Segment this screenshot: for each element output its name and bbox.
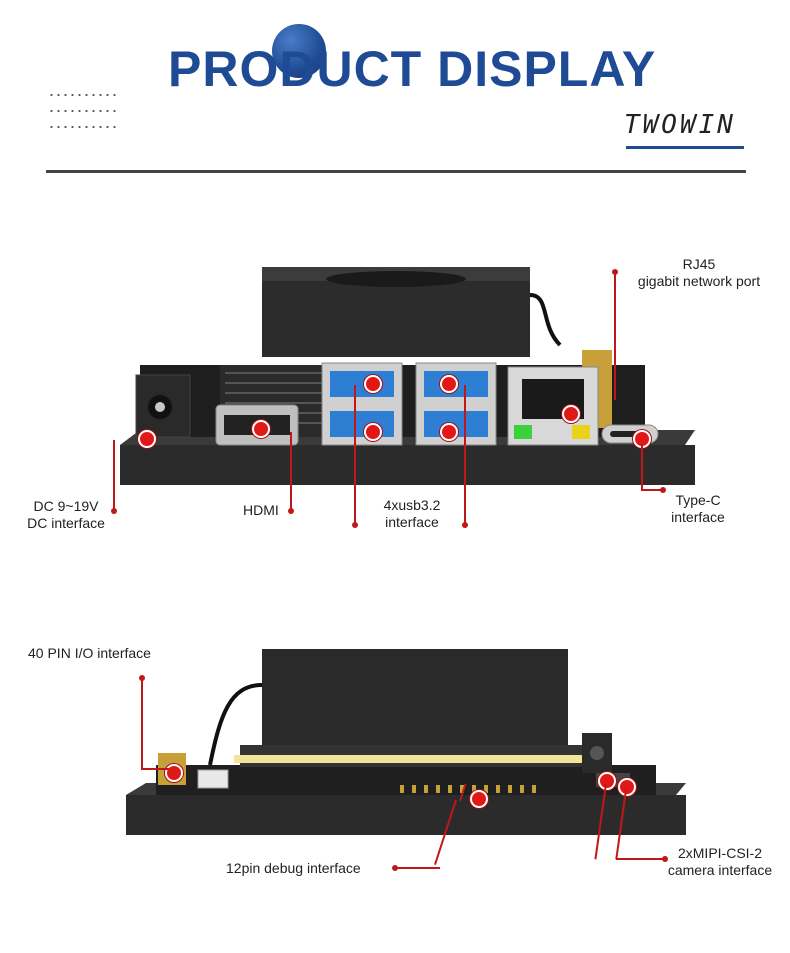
usb-marker — [364, 423, 382, 441]
usb-label-line1: 4xusb3.2 — [383, 497, 441, 513]
top-product-image — [120, 267, 695, 485]
hdmi-label: HDMI — [243, 502, 279, 518]
hdmi-callout-dot — [288, 508, 294, 514]
mipi-marker — [598, 772, 616, 790]
page-title: PRODUCT DISPLAY — [168, 41, 657, 97]
mipi-label-line1: 2xMIPI-CSI-2 — [677, 845, 762, 861]
typec-label-line1: Type-C — [675, 492, 721, 508]
usb-label-line2: interface — [385, 514, 439, 530]
header-divider — [46, 170, 746, 173]
typec-label-line2: interface — [671, 509, 725, 525]
debug-callout-dot — [392, 865, 398, 871]
hdmi-marker — [252, 420, 270, 438]
typec-callout-dot — [660, 487, 666, 493]
mipi-label: 2xMIPI-CSI-2 camera interface — [656, 845, 784, 879]
usb-marker — [440, 423, 458, 441]
typec-callout-line — [641, 444, 643, 490]
usb-callout-dot — [352, 522, 358, 528]
dc-callout-dot — [111, 508, 117, 514]
debug-label: 12pin debug interface — [226, 860, 361, 876]
dc-label-line1: DC 9~19V — [33, 498, 99, 514]
usb-callout-line — [354, 385, 356, 525]
usb-marker — [440, 375, 458, 393]
usb-label: 4xusb3.2 interface — [372, 497, 452, 531]
rj45-marker — [562, 405, 580, 423]
dc-jack-marker — [138, 430, 156, 448]
usb-callout-line — [464, 385, 466, 525]
dot-pattern — [48, 94, 118, 96]
brand-name: TWOWIN — [624, 110, 736, 140]
rj45-label-line1: RJ45 — [682, 256, 716, 272]
bottom-product-image — [126, 649, 686, 835]
dc-label: DC 9~19V DC interface — [18, 498, 114, 532]
dc-label-line2: DC interface — [27, 515, 105, 531]
mipi-callout-dot — [662, 856, 668, 862]
typec-label: Type-C interface — [662, 492, 734, 526]
usb-marker — [364, 375, 382, 393]
rj45-label-line2: gigabit network port — [637, 273, 761, 289]
usb-callout-dot — [462, 522, 468, 528]
mipi-marker — [618, 778, 636, 796]
debug-marker — [470, 790, 488, 808]
brand-underline — [626, 146, 744, 149]
title-decoration-circle — [272, 24, 326, 78]
debug-callout-line — [396, 867, 440, 869]
gpio-callout-line — [141, 678, 143, 768]
rj45-label: RJ45 gigabit network port — [626, 256, 772, 290]
gpio-callout-line — [141, 768, 169, 770]
typec-callout-line — [641, 489, 663, 491]
rj45-callout-dot — [612, 269, 618, 275]
gpio-marker — [165, 764, 183, 782]
hdmi-callout-line — [290, 432, 292, 512]
mipi-label-line2: camera interface — [667, 862, 773, 878]
gpio-label: 40 PIN I/O interface — [28, 645, 151, 661]
dot-pattern — [48, 110, 118, 112]
dc-callout-line — [113, 440, 115, 512]
mipi-callout-line — [616, 858, 664, 860]
rj45-callout-line — [614, 272, 616, 400]
dot-pattern — [48, 126, 118, 128]
